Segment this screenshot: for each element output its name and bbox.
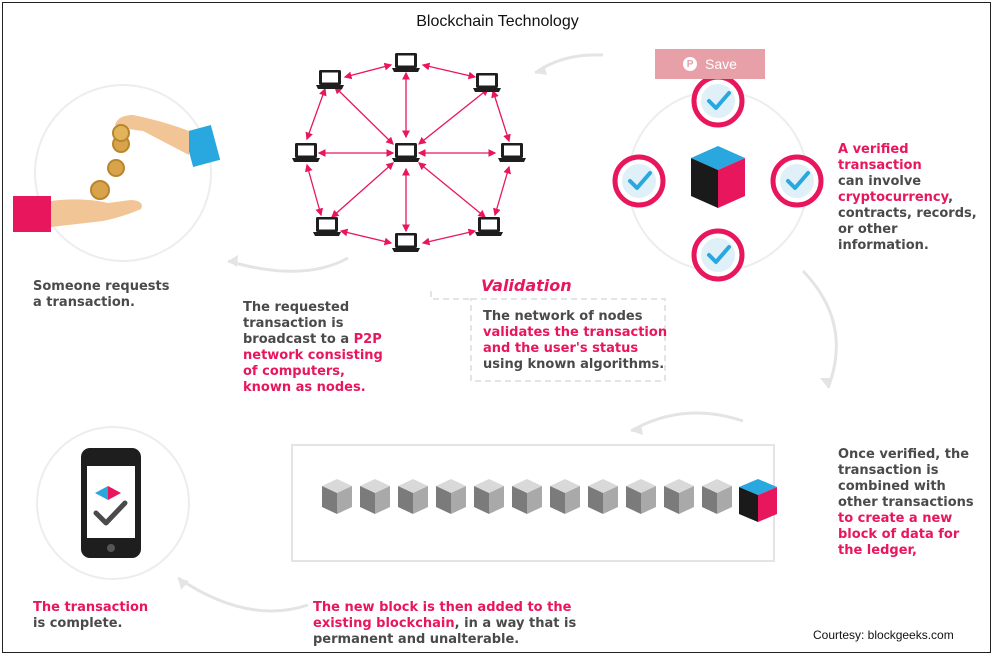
phone-illustration	[36, 426, 190, 580]
step-added-text: The new block is then added to the exist…	[313, 600, 577, 647]
validation-box	[470, 298, 666, 382]
pinterest-icon: P	[683, 57, 698, 71]
hand-coins-illustration	[13, 84, 221, 262]
validation-heading: Validation	[481, 276, 572, 295]
step-verified-text: A verified transaction can involve crypt…	[838, 142, 977, 253]
flow-arrowheads	[178, 65, 833, 590]
step-validation-text: The network of nodes validates the trans…	[483, 309, 668, 372]
save-label: Save	[705, 56, 737, 72]
blockchain-cubes	[322, 479, 777, 522]
p2p-network	[304, 62, 511, 246]
courtesy-credit: Courtesy: blockgeeks.com	[813, 628, 954, 642]
save-button[interactable]: P Save	[655, 49, 765, 79]
step-complete-text: The transaction is complete.	[33, 600, 149, 631]
diagram-art	[13, 53, 838, 613]
step-broadcast-text: The requested transaction is broadcast t…	[243, 300, 383, 395]
verification-cluster	[612, 74, 824, 282]
step-combined-text: Once verified, the transaction is combin…	[838, 447, 974, 558]
diagram-title: Blockchain Technology	[416, 13, 579, 30]
step-request-text: Someone requests a transaction.	[33, 279, 170, 310]
